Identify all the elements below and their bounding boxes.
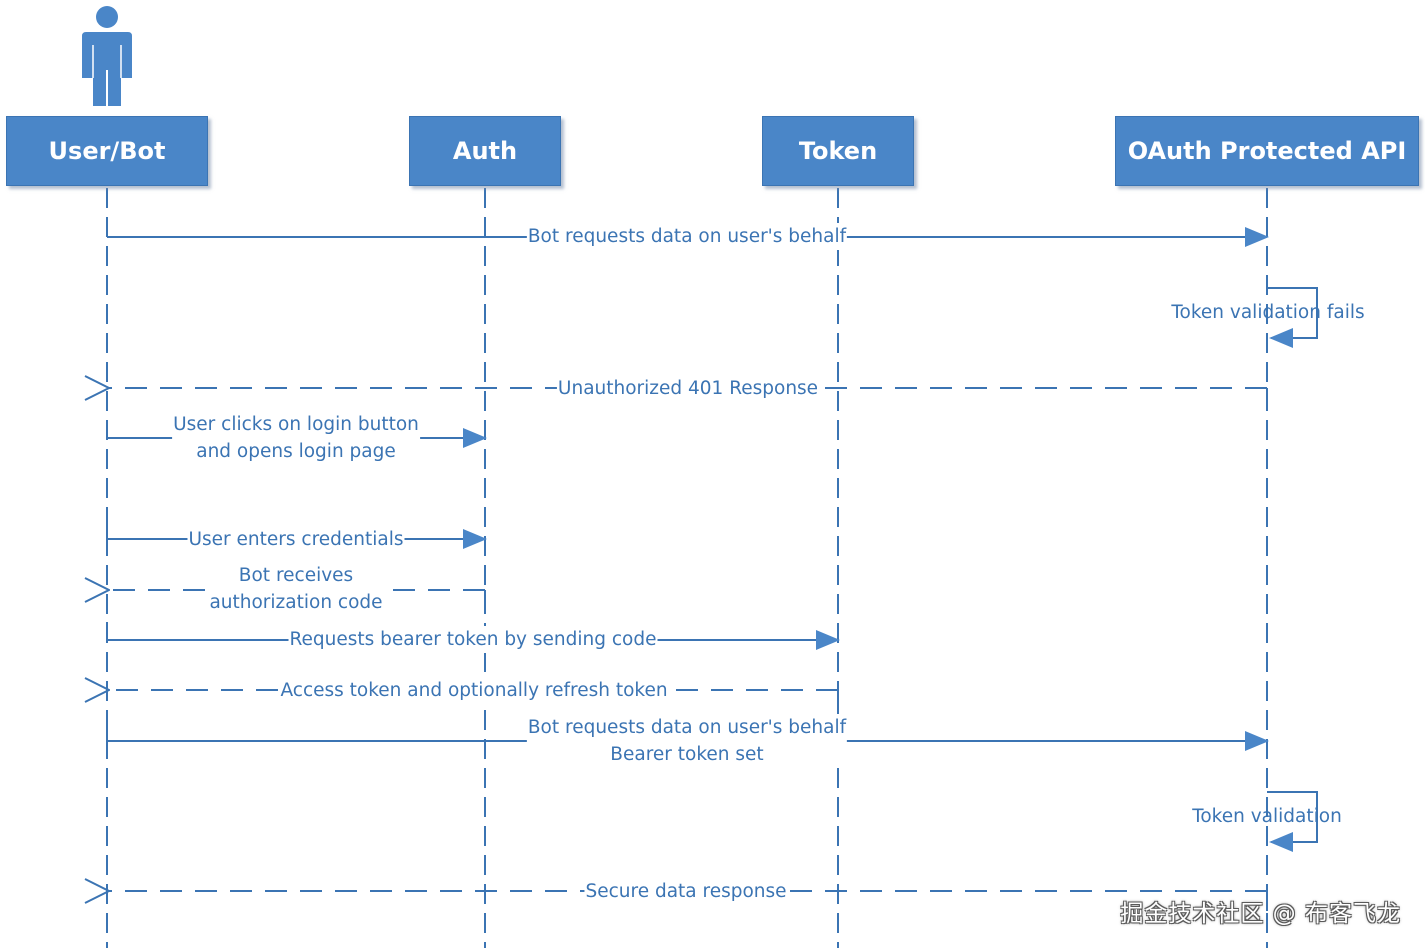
message-label: Bot requests data on user's behalf Beare… [526,714,848,768]
message-label: Unauthorized 401 Response [556,375,820,402]
message-label: User enters credentials [187,526,405,553]
self-message-arrow [1267,791,1318,852]
watermark: 掘金技术社区 @ 布客飞龙 [1120,901,1401,927]
message-label: Bot receives authorization code [208,562,384,616]
actor-oauth-protected-api: OAuth Protected API [1115,116,1419,186]
message-label: Requests bearer token by sending code [288,626,658,653]
lifelines [106,188,1268,948]
message-label: Bot requests data on user's behalf [526,223,848,250]
message-label: Secure data response [584,878,788,905]
message-label: Token validation fails [1171,302,1365,323]
message-label: User clicks on login button and opens lo… [172,411,420,465]
self-message-arrow [1267,287,1318,348]
actor-auth: Auth [409,116,561,186]
message-label: Access token and optionally refresh toke… [279,677,669,704]
person-icon [82,6,132,106]
message-label: Token validation [1192,806,1342,827]
actor-token: Token [762,116,914,186]
actor-user-bot: User/Bot [6,116,208,186]
